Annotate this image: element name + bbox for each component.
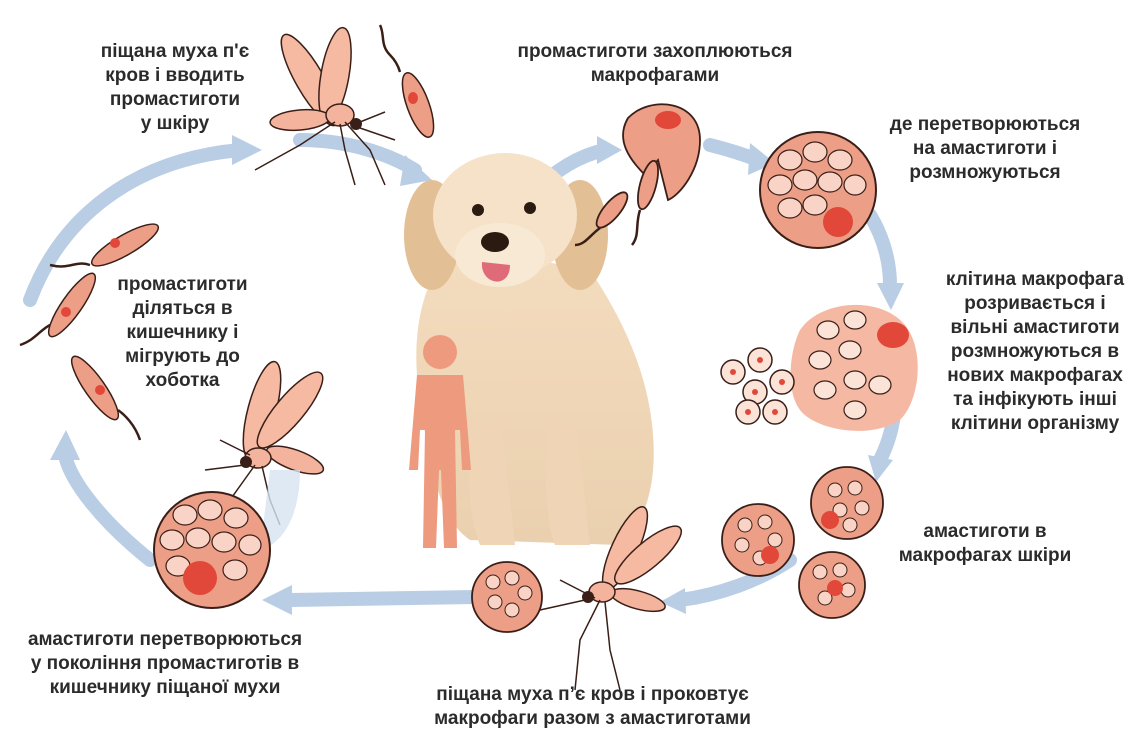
arrowhead-left bbox=[50, 430, 80, 460]
arrow-bottom bbox=[290, 597, 475, 600]
arrow-top-to-dog bbox=[300, 140, 415, 170]
label-transform-multiply: де перетворюються на амастиготи і розмно… bbox=[870, 113, 1100, 185]
arrowhead-top-right bbox=[597, 136, 622, 164]
label-divide-migrate: промастиготи діляться в кишечнику і мігр… bbox=[100, 273, 265, 393]
label-sandfly-ingests: піщана муха п’є кров і проковтує макрофа… bbox=[395, 683, 790, 731]
label-skin-amastigotes: амастиготи в макрофагах шкіри bbox=[885, 520, 1085, 568]
dog-nose bbox=[481, 232, 509, 252]
promastigote-pair-top-right bbox=[380, 25, 440, 141]
infected-macrophage-cluster bbox=[760, 132, 876, 248]
label-sandfly-feeds: піщана муха п'є кров і вводить промастиг… bbox=[70, 40, 280, 136]
skin-macrophages bbox=[722, 467, 883, 618]
arrow-right-down-1 bbox=[870, 215, 890, 285]
bursting-macrophage bbox=[721, 305, 918, 431]
thorax bbox=[326, 104, 354, 126]
label-macrophage-bursts: клітина макрофага розривається і вільні … bbox=[930, 268, 1140, 436]
ingested-macrophage bbox=[472, 562, 542, 632]
gut-macrophage bbox=[154, 492, 270, 608]
arrow-bottom-left bbox=[65, 455, 150, 560]
label-transform-in-gut: амастиготи перетворюються у покоління пр… bbox=[10, 628, 320, 700]
label-promastigotes-engulfed: промастиготи захоплюються макрофагами bbox=[505, 40, 805, 88]
dog-left-eye bbox=[472, 204, 484, 216]
arrowhead-top bbox=[232, 135, 262, 165]
arrowhead-bottom bbox=[262, 585, 292, 615]
arrowhead-right-1 bbox=[877, 283, 904, 310]
arrowhead-bottom-right bbox=[660, 588, 686, 614]
dog-right-eye bbox=[524, 202, 536, 214]
